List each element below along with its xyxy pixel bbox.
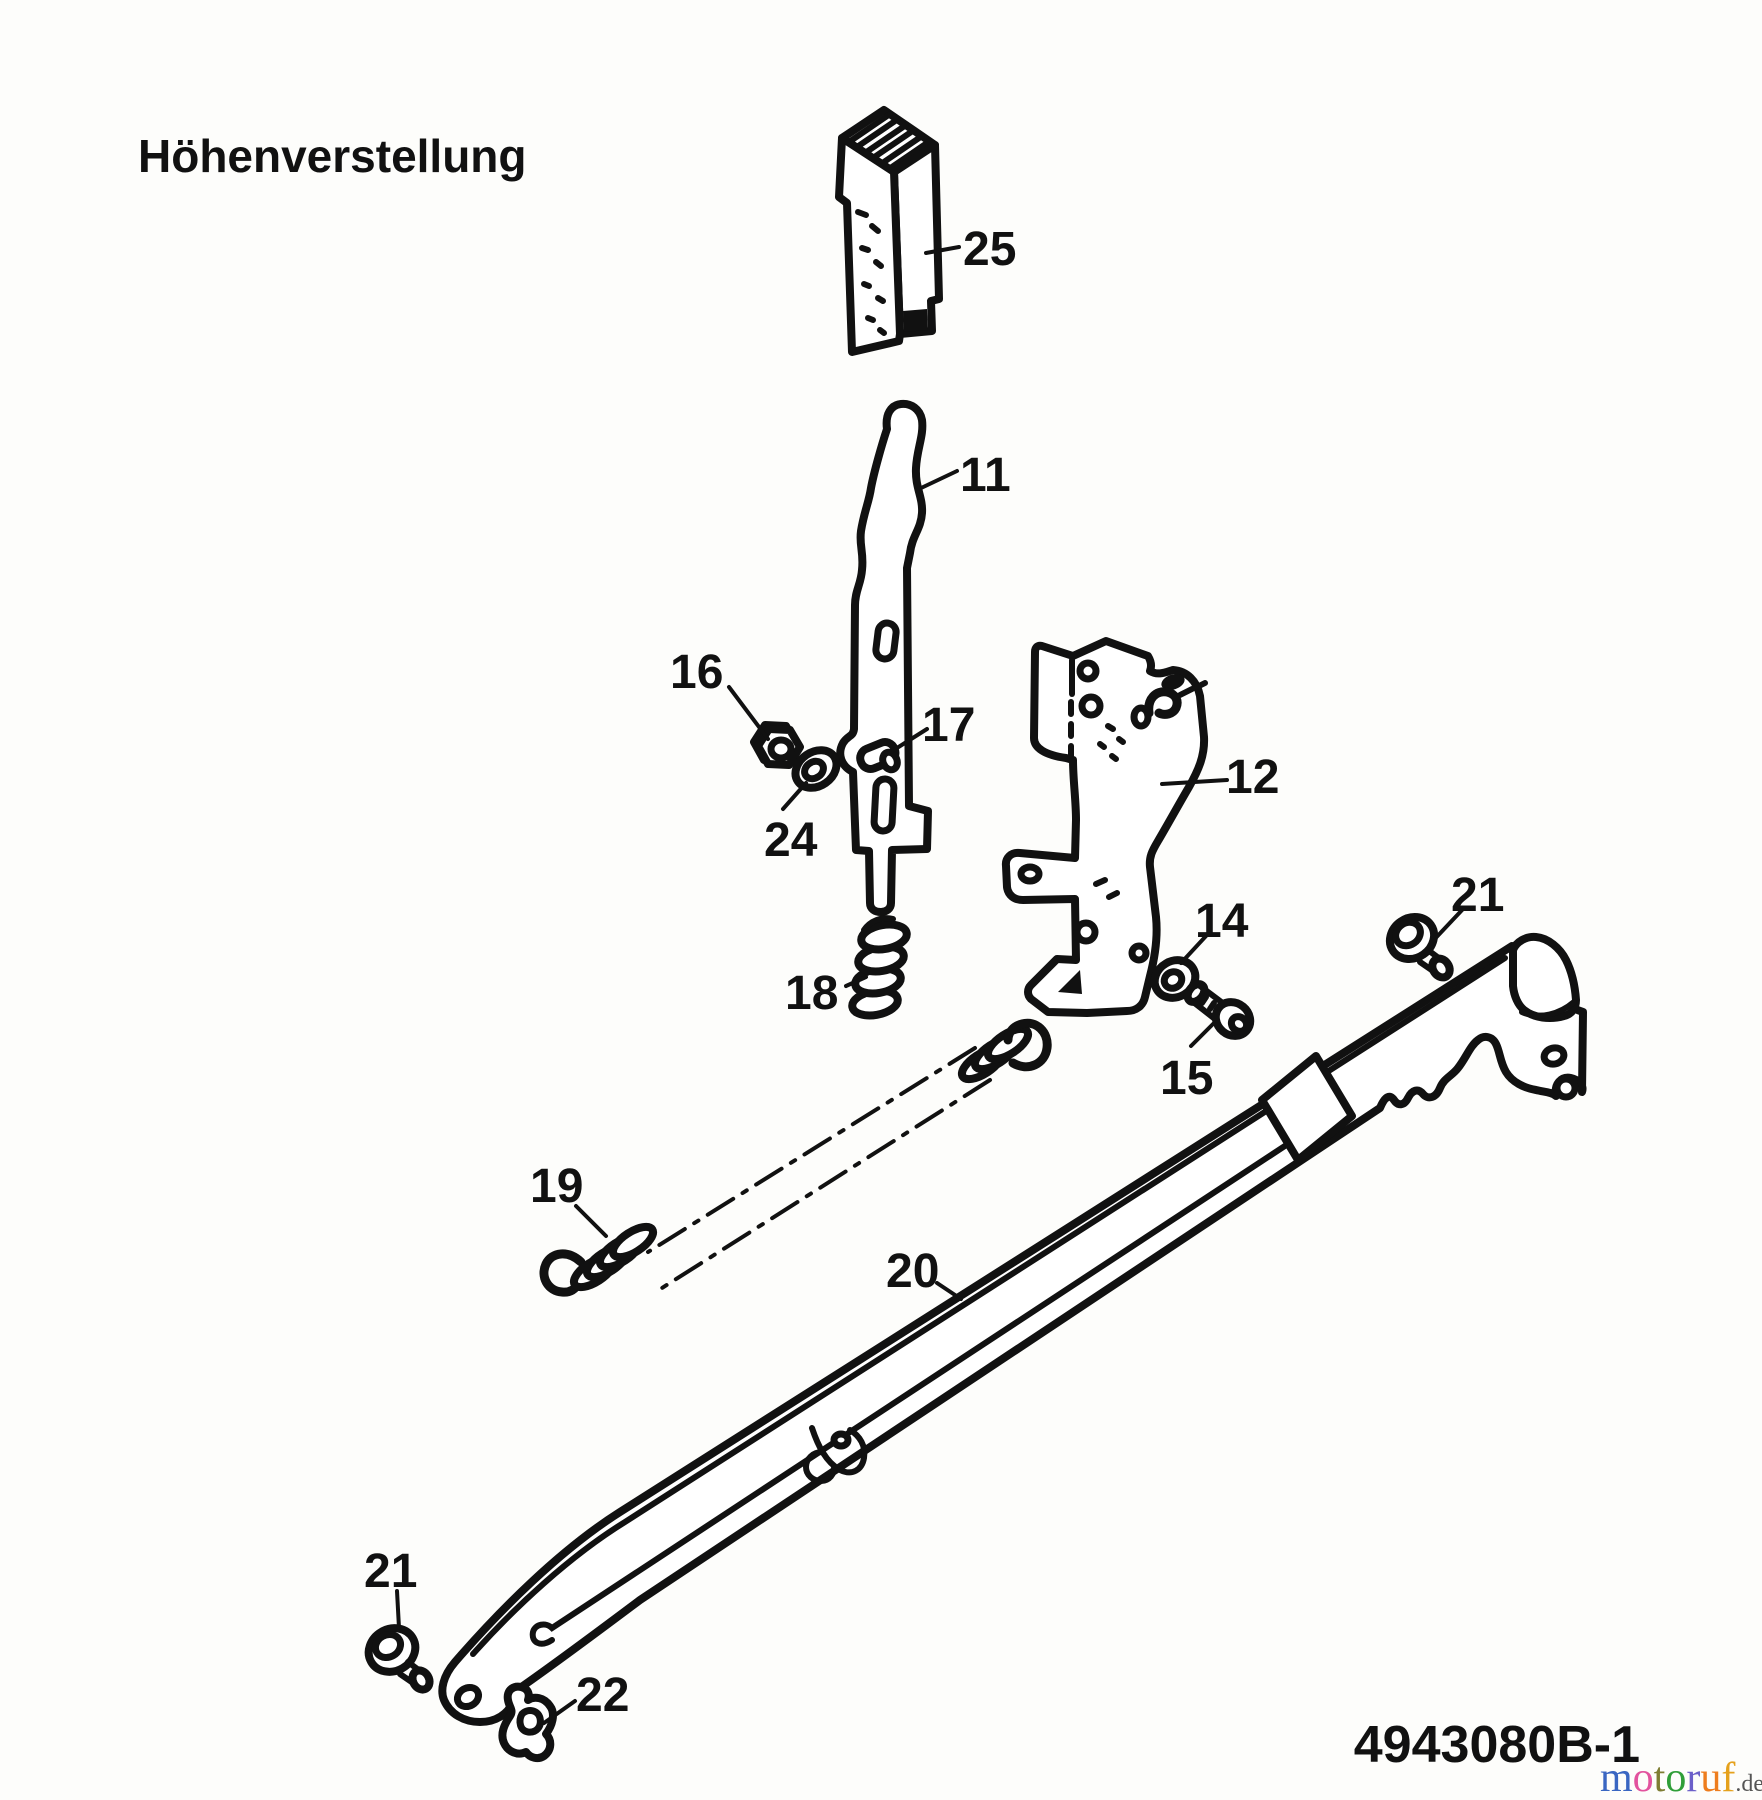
- arm-hole: [1017, 863, 1043, 885]
- part-label-21-bottom: 21: [364, 1545, 417, 1598]
- dark-oval-hole: [1161, 673, 1185, 691]
- logo-suffix: .de: [1735, 1771, 1762, 1797]
- part-label-16: 16: [670, 646, 723, 699]
- watermark-logo: motoruf.de: [1600, 1755, 1762, 1800]
- stipple-dots: [855, 209, 887, 336]
- part-label-17: 17: [922, 699, 975, 752]
- s-cutout: [1144, 687, 1182, 719]
- rail-inner-rib: [529, 1133, 1303, 1647]
- spring-centerline-upper: [646, 1046, 977, 1254]
- lever-lower-slot: [870, 775, 898, 835]
- part-label-11: 11: [960, 449, 1011, 502]
- part-label-15: 15: [1160, 1052, 1213, 1105]
- logo-letter: u: [1700, 1755, 1721, 1800]
- part-label-19: 19: [530, 1160, 583, 1213]
- page-title: Höhenverstellung: [138, 130, 527, 182]
- rail-end-hole: [453, 1683, 483, 1711]
- document-number: 4943080B-1: [1354, 1716, 1640, 1774]
- part-label-21-top: 21: [1451, 869, 1504, 922]
- part-15-bolt: [1183, 980, 1255, 1040]
- part-12-mounting-bracket: [1001, 637, 1209, 1017]
- rail-top-edge-inner: [470, 955, 1508, 1657]
- part-label-22: 22: [576, 1669, 629, 1722]
- part-label-18: 18: [785, 967, 838, 1020]
- part-label-25: 25: [963, 223, 1016, 276]
- logo-letter: r: [1686, 1755, 1700, 1800]
- part-25-grip-block: [835, 106, 943, 356]
- leader-lines: [395, 245, 1465, 1725]
- part-24-washer: [791, 746, 841, 792]
- logo-letter: f: [1721, 1755, 1735, 1800]
- bracket-hole: [1540, 1044, 1568, 1068]
- logo-letter: t: [1654, 1755, 1666, 1800]
- foot-dark-triangle: [1058, 970, 1082, 994]
- part-label-24: 24: [764, 814, 818, 867]
- part-18-compression-spring: [848, 915, 911, 1020]
- spring-bottom-hook: [539, 1249, 586, 1297]
- part-21-bolt-top: [1385, 912, 1454, 982]
- lever-upper-slot: [872, 619, 900, 663]
- part-19-tension-spring: [539, 1018, 1052, 1297]
- logo-letter: o: [1665, 1755, 1686, 1800]
- part-21-bolt-bottom: [364, 1624, 434, 1694]
- rail-sleeve-joint: [1258, 1052, 1356, 1164]
- spring-top-hook: [1003, 1018, 1052, 1072]
- part-label-14: 14: [1195, 895, 1249, 948]
- logo-letter: o: [1633, 1755, 1654, 1800]
- part-14-washer: [1150, 956, 1200, 1002]
- part-11-adjuster-lever: [836, 399, 932, 916]
- bracket-corner-notch: [1553, 1075, 1579, 1101]
- logo-letter: m: [1600, 1755, 1633, 1800]
- part-label-20: 20: [886, 1245, 939, 1298]
- hatch-lines: [846, 111, 933, 172]
- part-label-12: 12: [1226, 751, 1279, 804]
- part-22-clip: [498, 1682, 557, 1763]
- part-20-rail: [438, 932, 1587, 1726]
- spring-centerline-lower: [660, 1078, 992, 1290]
